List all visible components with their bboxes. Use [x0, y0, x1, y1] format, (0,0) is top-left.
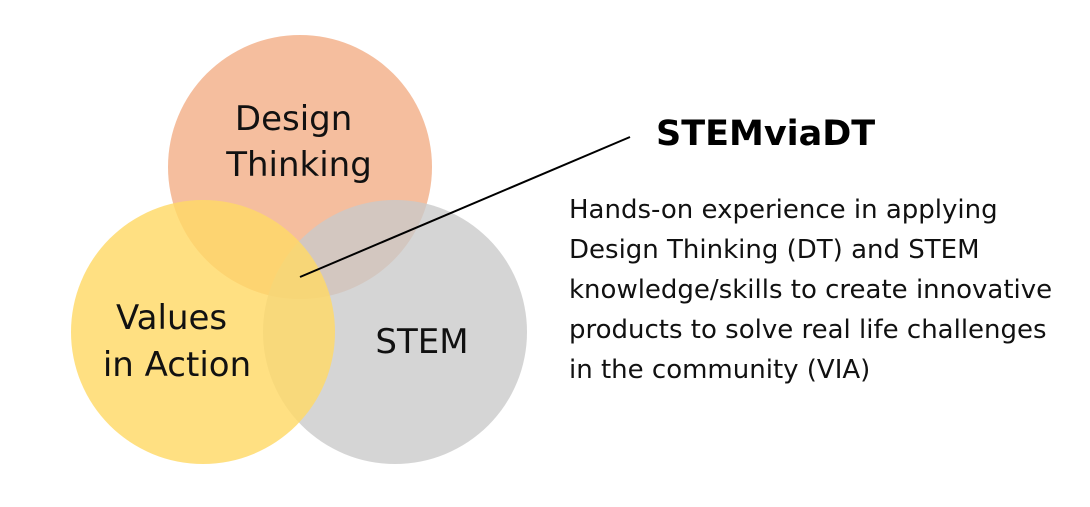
venn-diagram: Design Thinking STEM Values in Action	[71, 35, 527, 464]
circle-values-in-action	[71, 200, 335, 464]
label-values-in-action-line2: in Action	[103, 345, 251, 385]
label-design-thinking-line2: Thinking	[225, 145, 372, 185]
label-stem-line1: STEM	[375, 322, 468, 362]
label-stem: STEM	[375, 322, 468, 362]
callout-description: Hands-on experience in applying Design T…	[569, 195, 1053, 385]
label-values-in-action-line1: Values	[116, 298, 227, 338]
label-design-thinking-line1: Design	[235, 99, 352, 139]
callout-title: STEMviaDT	[656, 114, 876, 154]
label-values-in-action: Values in Action	[103, 298, 251, 385]
